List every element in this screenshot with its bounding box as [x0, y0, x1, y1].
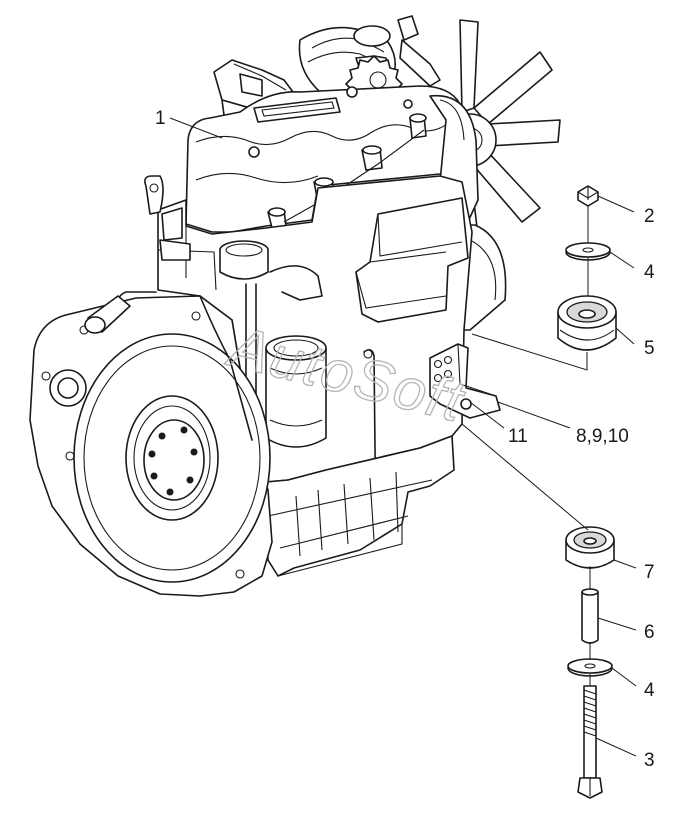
- nut-part-2: [577, 185, 599, 207]
- engine-assembly: [29, 15, 561, 597]
- breather-cap: [219, 240, 269, 280]
- flywheel: [73, 333, 271, 583]
- washer-part-4-lower: [567, 658, 613, 677]
- callout-4-upper: 4: [644, 262, 655, 283]
- callout-6: 6: [644, 622, 655, 643]
- rubber-mount-part-7: [565, 526, 615, 569]
- mount-bracket: [429, 343, 501, 419]
- callout-7: 7: [644, 562, 655, 583]
- callout-2: 2: [644, 206, 655, 227]
- bolt-part-3: [577, 685, 603, 799]
- assembly-guide-lines: [461, 206, 591, 686]
- callout-leaders: [169, 117, 637, 757]
- callout-11: 11: [508, 426, 528, 447]
- callout-4-lower: 4: [644, 680, 655, 701]
- callout-labels: 1 2 4 5 11 8,9,10 7 6 4 3: [155, 108, 655, 771]
- rubber-mount-part-5: [557, 295, 617, 351]
- callout-5: 5: [644, 338, 655, 359]
- callout-8-9-10: 8,9,10: [576, 426, 629, 447]
- callout-3: 3: [644, 750, 655, 771]
- oil-filter: [265, 335, 327, 448]
- washer-part-4-upper: [565, 242, 611, 261]
- spacer-part-6: [581, 588, 599, 644]
- callout-1: 1: [155, 108, 166, 129]
